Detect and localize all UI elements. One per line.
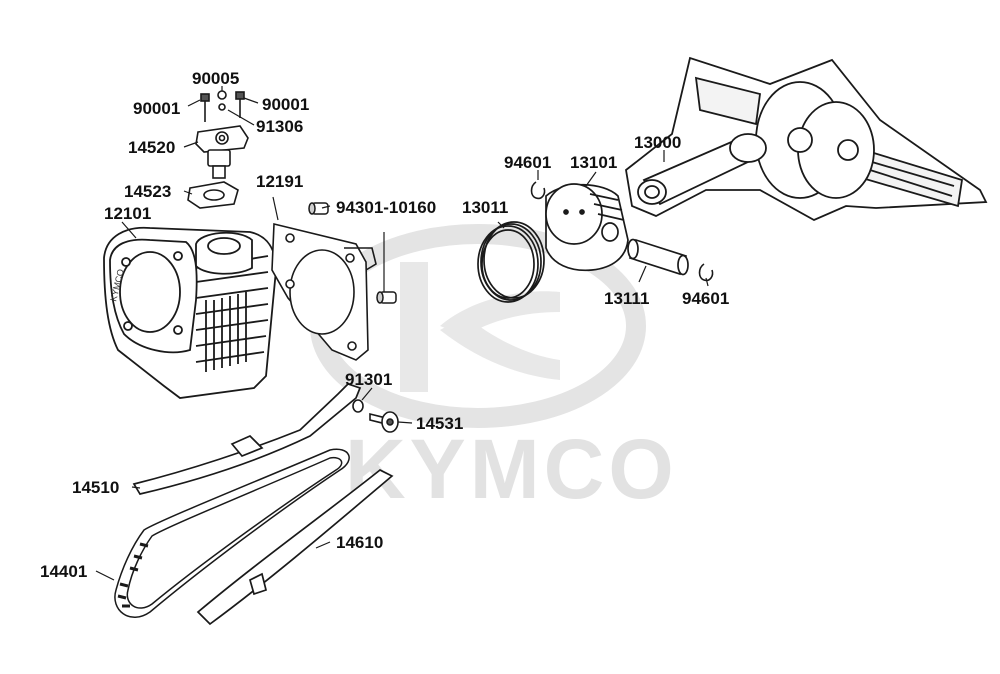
part-label-14523: 14523 [124,182,172,201]
watermark-text: KYMCO [345,422,678,516]
part-label-14520: 14520 [128,138,176,157]
part-label-91306: 91306 [256,117,304,136]
part-label-94601-bottom: 94601 [682,289,730,308]
part-label-90001-right: 90001 [262,95,310,114]
part-label-13011: 13011 [462,198,509,217]
part-label-14531: 14531 [416,414,464,433]
chain-guide [132,383,362,495]
part-label-13101: 13101 [570,153,618,172]
piston-rings [477,221,545,303]
dowel-pins [308,202,397,304]
part-label-90005: 90005 [192,69,240,88]
cam-chain [114,448,350,618]
cylinder-gasket [271,222,377,361]
brand-watermark: KYMCO [310,224,678,516]
chain-slipper [196,468,394,626]
tensioner-assembly [187,90,249,209]
part-label-14610: 14610 [336,533,384,552]
part-label-90001-left: 90001 [133,99,181,118]
part-label-12191: 12191 [256,172,304,191]
piston-pin-clips [530,181,714,282]
part-label-14510: 14510 [72,478,120,497]
crankshaft [625,56,988,222]
part-label-91301: 91301 [345,370,393,389]
part-label-14401: 14401 [40,562,88,581]
cylinder: KYMCO [103,226,277,399]
part-label-94301-10160: 94301-10160 [336,198,437,217]
piston [545,183,629,272]
part-label-13000: 13000 [634,133,682,152]
pivot-bolt [352,399,399,433]
part-label-13111: 13111 [604,289,650,308]
part-label-94601-top: 94601 [504,153,552,172]
piston-pin [627,238,689,276]
leader-lines [95,86,709,581]
part-label-12101: 12101 [104,204,152,223]
